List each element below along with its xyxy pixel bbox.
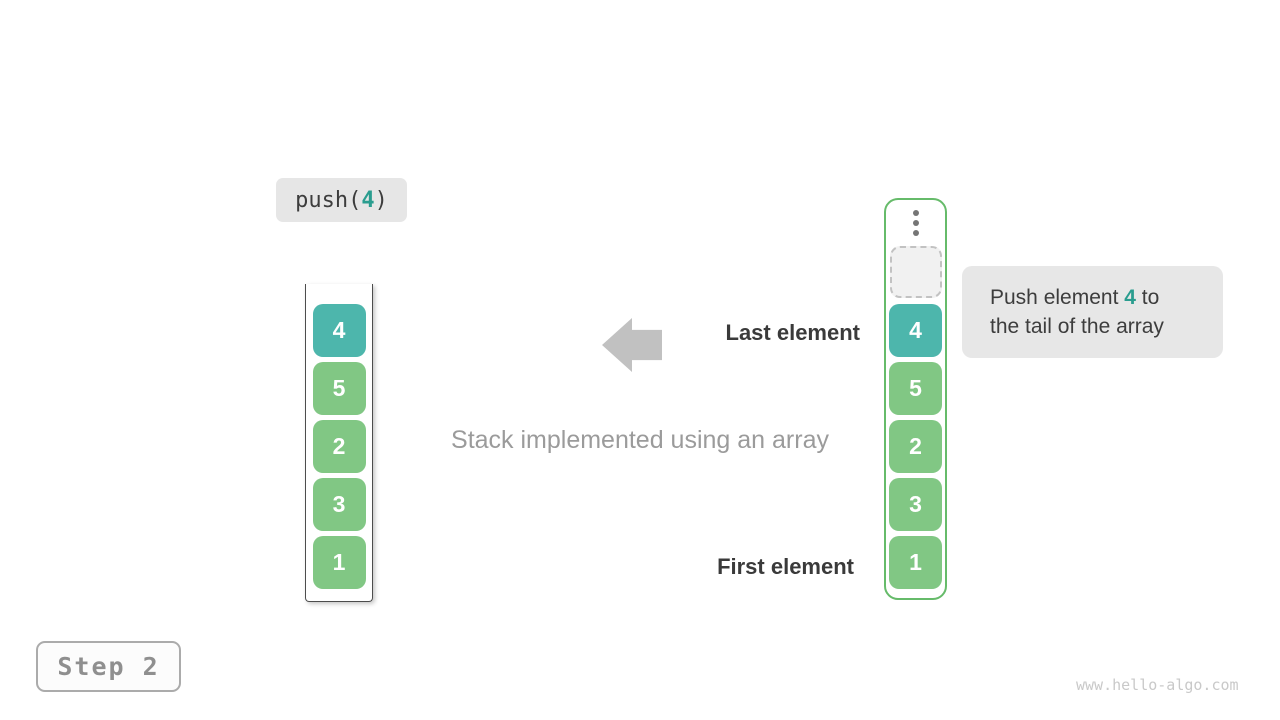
array-container-right: 4 5 2 3 1 xyxy=(884,198,947,600)
watermark: www.hello-algo.com xyxy=(1076,676,1239,694)
array-cell: 3 xyxy=(889,478,942,531)
callout-text: Push element xyxy=(990,286,1125,309)
step-badge: Step 2 xyxy=(36,641,181,692)
empty-slot xyxy=(889,246,942,298)
callout-line-2: the tail of the array xyxy=(990,315,1164,338)
stack-caption: Stack implemented using an array xyxy=(451,426,829,454)
array-cell: 1 xyxy=(889,536,942,589)
stack-cell-top: 4 xyxy=(312,304,366,357)
array-cell: 5 xyxy=(889,362,942,415)
callout-text: to xyxy=(1135,286,1160,309)
stack-cell: 2 xyxy=(312,420,366,473)
callout-line-1: Push element 4 to xyxy=(990,283,1223,312)
stack-cell-bottom: 1 xyxy=(312,536,366,589)
push-call-arg: 4 xyxy=(361,187,375,213)
push-callout: Push element 4 to the tail of the array xyxy=(962,266,1223,358)
stack-cell: 3 xyxy=(312,478,366,531)
stack-cell: 5 xyxy=(312,362,366,415)
ellipsis-icon xyxy=(912,210,919,236)
callout-value: 4 xyxy=(1124,286,1136,309)
left-arrow-icon xyxy=(602,318,662,372)
push-call-prefix: push( xyxy=(295,187,362,213)
push-call-suffix: ) xyxy=(374,187,388,213)
first-element-label: First element xyxy=(717,554,854,579)
array-cell: 2 xyxy=(889,420,942,473)
last-element-label: Last element xyxy=(725,320,861,345)
push-call-label: push(4) xyxy=(276,178,407,222)
array-cell-pushed: 4 xyxy=(889,304,942,357)
stack-container-left: 4 5 2 3 1 xyxy=(305,284,373,602)
